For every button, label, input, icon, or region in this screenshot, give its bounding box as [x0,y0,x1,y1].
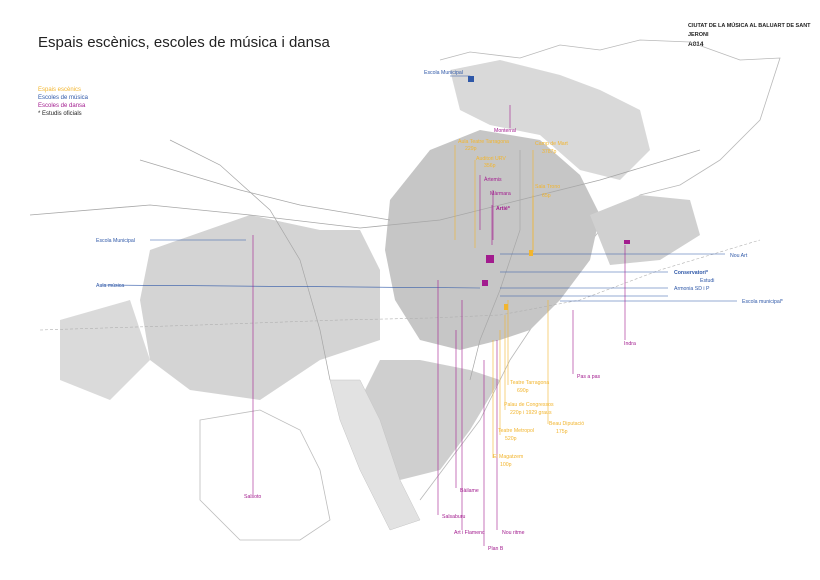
label-salsoto: Salsoto [244,494,261,500]
label-palau-congressos-cap: 220p i 1929 graus [510,410,552,416]
city-area-south [360,360,500,480]
label-escola-municipal-w: Escola Municipal [96,238,135,244]
label-salsaburu: Salsaburu [442,514,465,520]
label-plan-b: Plan B [488,546,504,552]
label-el-magatzem: El Magatzem [493,454,523,460]
city-area-north [450,60,650,180]
label-aula-teatre: Aula Teatre Tarragona [458,139,509,145]
label-marmara: Màrmara [490,191,511,197]
dance-lines [252,105,626,546]
project-name: CIUTAT DE LA MÚSICA AL BALUART DE SANT J… [688,23,811,38]
label-aula-teatre-cap: 229p [465,146,477,152]
legend: Espais escènics Escoles de música Escole… [38,86,88,118]
label-armonia: Armonia SD i P [674,286,710,292]
harbour-dock [329,379,421,531]
label-auditori-urv: Auditori URV [476,156,506,162]
music-lines [99,75,737,302]
label-nou-art: Nou Art [730,253,748,259]
page-title: Espais escènics, escoles de música i dan… [38,34,330,51]
legend-music: Escoles de música [38,95,89,101]
city-area-east [590,195,700,265]
label-bailame: Bàilame [460,488,479,494]
label-pas-a-pas: Pas a pas [577,374,600,380]
label-teatre-tarragona: Teatre Tarragona [510,380,549,386]
label-escola-municipal-e: Escola municipal* [742,299,783,305]
label-indra: Indra [624,341,636,347]
venue-markers [468,76,630,310]
city-area-west [140,215,380,400]
city-area-center [385,130,600,350]
label-auditori-urv-cap: 356p [484,163,496,169]
label-palau-congressos: Palau de Congressos [504,402,554,408]
label-camp-de-mart-cap: 3787p [542,149,557,155]
label-teatre-metropol-cap: 520p [505,436,517,442]
road-a [29,149,701,229]
legend-scenic: Espais escènics [38,87,82,93]
road-c [169,139,331,381]
legend-dance: Escoles de dansa [38,103,86,109]
road-d [469,150,521,381]
label-teatre-tarragona-cap: 690p [517,388,529,394]
label-beau-diputacio: Beau Diputació [549,421,584,427]
label-beau-diputacio-cap: 175p [556,429,568,435]
map-base [29,39,781,541]
label-estudi: Estudi [700,278,714,284]
label-conservatori: Conservatori* [674,270,709,276]
harbour [199,409,331,541]
label-aula-musica: Aula música [96,283,124,289]
dance-labels: Monterral Àrtemis Màrmara Artié* Indra P… [244,128,636,552]
label-nou-ritme: Nou ritme [502,530,525,536]
label-artemis: Àrtemis [484,176,502,183]
label-el-magatzem-cap: 100p [500,462,512,468]
label-sala-trono-cap: 65p [542,193,551,199]
legend-official: * Estudis oficials [38,111,82,117]
label-art-i-flamenc: Art i Flamenc [454,530,485,536]
label-escola-municipal-n: Escola Municipal [424,70,463,76]
city-area-far-west [60,300,150,400]
label-teatre-metropol: Teatre Metropol [498,428,534,434]
scenic-lines [454,145,549,458]
label-camp-de-mart: Camp de Mart [535,141,568,147]
coastline [419,39,781,501]
music-labels: Escola Municipal Escola Municipal Aula m… [96,70,783,305]
label-artie: Artié* [496,206,511,212]
scenic-labels: Aula Teatre Tarragona 229p Auditori URV … [458,139,584,468]
label-monterral: Monterral [494,128,516,134]
label-sala-trono: Sala Trono [535,184,560,190]
road-b [139,159,391,221]
railway [39,239,761,331]
